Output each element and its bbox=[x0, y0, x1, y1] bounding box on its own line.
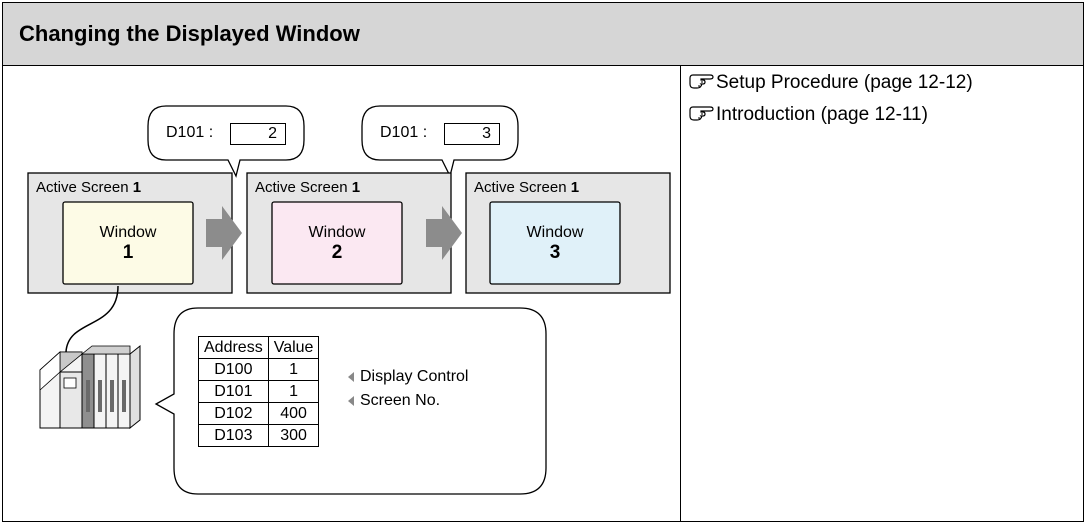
pointing-hand-icon bbox=[689, 106, 714, 121]
window-1-number: 1 bbox=[122, 242, 134, 263]
value-cell: 400 bbox=[267, 402, 320, 425]
address-cell: D103 bbox=[198, 424, 269, 447]
address-cell: D101 bbox=[198, 380, 269, 403]
note-screen-no: Screen No. bbox=[348, 392, 440, 410]
page-title: Changing the Displayed Window bbox=[19, 21, 360, 46]
column-divider bbox=[680, 65, 681, 521]
value-cell: 1 bbox=[267, 380, 320, 403]
link-setup-procedure[interactable]: Setup Procedure (page 12-12) bbox=[688, 72, 973, 104]
note-text: Screen No. bbox=[360, 392, 441, 409]
table-header-row: Address Value bbox=[198, 336, 320, 359]
active-screen-3-label: Active Screen 1 bbox=[474, 179, 579, 196]
active-screen-2-label: Active Screen 1 bbox=[255, 179, 360, 196]
callout-1-value: 2 bbox=[230, 123, 286, 145]
window-2-number: 2 bbox=[331, 242, 343, 263]
link-label: Setup Procedure (page 12-12) bbox=[716, 72, 973, 93]
screen-number: 1 bbox=[132, 179, 142, 196]
link-introduction[interactable]: Introduction (page 12-11) bbox=[688, 104, 973, 136]
window-1 bbox=[62, 201, 194, 285]
screen-label-text: Active Screen bbox=[474, 179, 567, 196]
table-row: D103 300 bbox=[198, 424, 320, 447]
value-cell: 1 bbox=[267, 358, 320, 381]
note-text: Display Control bbox=[360, 368, 469, 385]
column-header-value: Value bbox=[267, 336, 320, 359]
screen-label-text: Active Screen bbox=[36, 179, 129, 196]
address-cell: D102 bbox=[198, 402, 269, 425]
arrow-right-1 bbox=[206, 206, 242, 260]
reference-links: Setup Procedure (page 12-12) Introductio… bbox=[688, 72, 973, 136]
window-2-label: Window bbox=[308, 224, 366, 241]
column-header-address: Address bbox=[198, 336, 269, 359]
callout-1-label: D101 : bbox=[166, 124, 214, 141]
address-value-table: Address Value D100 1 D101 1 D102 400 D10… bbox=[198, 336, 320, 447]
plc-device-icon bbox=[39, 344, 141, 430]
screen-number: 1 bbox=[351, 179, 361, 196]
address-cell: D100 bbox=[198, 358, 269, 381]
arrow-right-2 bbox=[426, 206, 462, 260]
window-3-number: 3 bbox=[549, 242, 561, 263]
table-row: D102 400 bbox=[198, 402, 320, 425]
note-display-control: Display Control bbox=[348, 368, 468, 386]
window-2 bbox=[271, 201, 403, 285]
screen-label-text: Active Screen bbox=[255, 179, 348, 196]
table-row: D101 1 bbox=[198, 380, 320, 403]
window-3 bbox=[489, 201, 621, 285]
value-cell: 300 bbox=[267, 424, 320, 447]
window-1-label: Window bbox=[99, 224, 157, 241]
window-3-label: Window bbox=[526, 224, 584, 241]
callout-2-label: D101 : bbox=[380, 124, 428, 141]
active-screen-1-label: Active Screen 1 bbox=[36, 179, 141, 196]
table-row: D100 1 bbox=[198, 358, 320, 381]
triangle-left-icon bbox=[348, 372, 354, 382]
callout-2-value: 3 bbox=[444, 123, 500, 145]
link-label: Introduction (page 12-11) bbox=[716, 104, 928, 125]
screen-number: 1 bbox=[570, 179, 580, 196]
triangle-left-icon bbox=[348, 396, 354, 406]
cable bbox=[65, 285, 119, 370]
title-bar: Changing the Displayed Window bbox=[3, 3, 1083, 66]
pointing-hand-icon bbox=[689, 74, 714, 89]
